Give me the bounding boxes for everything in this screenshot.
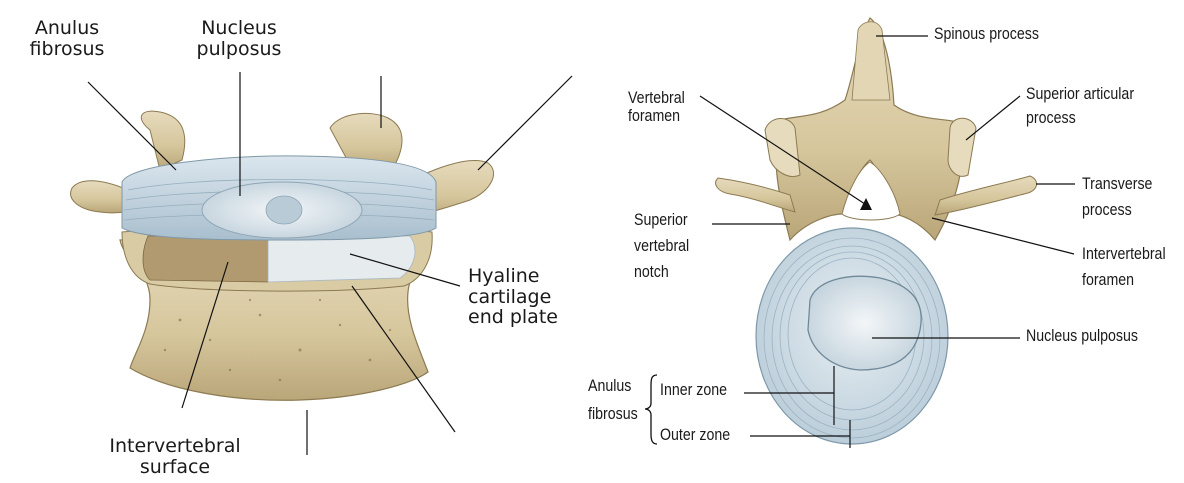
- intervertebral-surface-section: [143, 236, 268, 282]
- label-transverse-process: Transverse process: [1082, 176, 1152, 220]
- label-line: process: [1026, 110, 1134, 128]
- label-line: Anulus: [588, 378, 638, 396]
- label-anulus-fibrosus-right: Anulus fibrosus: [588, 378, 638, 424]
- label-line: Vertebral: [628, 90, 685, 108]
- label-anulus-fibrosus-left: Anulus fibrosus: [18, 18, 116, 59]
- label-line: fibrosus: [18, 39, 116, 60]
- label-outer-zone: Outer zone: [660, 427, 730, 445]
- label-hyaline-cartilage: Hyaline cartilage end plate: [468, 266, 558, 328]
- label-line: Hyaline: [468, 266, 558, 287]
- label-line: process: [1082, 202, 1152, 220]
- spinous-process-shape: [852, 22, 890, 100]
- label-spinous-process: Spinous process: [934, 26, 1039, 44]
- label-line: foramen: [1082, 272, 1166, 290]
- label-line: Superior articular: [1026, 86, 1134, 104]
- label-superior-vertebral-notch: Superior vertebral notch: [634, 212, 689, 281]
- label-line: vertebral: [634, 238, 689, 256]
- nucleus-center: [266, 196, 302, 224]
- superior-articular-left: [765, 118, 800, 176]
- label-line: notch: [634, 264, 689, 282]
- label-line: Transverse: [1082, 176, 1152, 194]
- label-line: Nucleus: [186, 18, 292, 39]
- superior-articular-right: [948, 118, 976, 176]
- label-nucleus-pulposus-right: Nucleus pulposus: [1026, 328, 1138, 346]
- anulus-brace: [645, 375, 657, 444]
- label-superior-articular-process: Superior articular process: [1026, 86, 1134, 128]
- nucleus-pulposus-top: [808, 276, 921, 370]
- label-line: Anulus: [18, 18, 116, 39]
- leader-intervertebral-foramen: [932, 218, 1074, 254]
- label-line: Superior: [634, 212, 689, 230]
- label-line: fibrosus: [588, 406, 638, 424]
- label-line: Intervertebral: [1082, 246, 1166, 264]
- label-intervertebral-surface: Intervertebral surface: [80, 436, 270, 477]
- label-line: cartilage: [468, 287, 558, 308]
- hyaline-cartilage-end-plate: [268, 236, 415, 282]
- lateral-vertebra-figure: [71, 72, 572, 455]
- label-line: Intervertebral: [80, 436, 270, 457]
- label-inner-zone: Inner zone: [660, 382, 727, 400]
- label-nucleus-pulposus-left: Nucleus pulposus: [186, 18, 292, 59]
- label-intervertebral-foramen: Intervertebral foramen: [1082, 246, 1166, 290]
- label-vertebral-foramen: Vertebral foramen: [628, 90, 685, 126]
- label-line: end plate: [468, 307, 558, 328]
- leader-transverse-left: [478, 76, 572, 170]
- left-superior-process: [141, 111, 184, 170]
- label-line: pulposus: [186, 39, 292, 60]
- leader-superior-articular: [966, 96, 1020, 140]
- label-line: surface: [80, 457, 270, 478]
- label-line: foramen: [628, 108, 685, 126]
